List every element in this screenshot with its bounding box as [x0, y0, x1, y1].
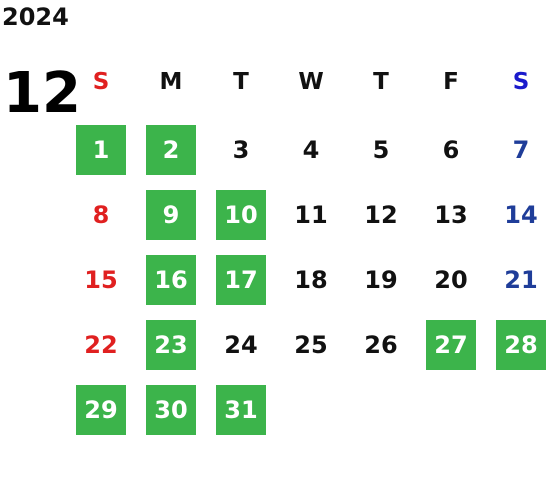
holiday-day-number: 17	[216, 255, 266, 305]
holiday-day-number: 28	[496, 320, 546, 370]
day-number: 6	[442, 136, 460, 164]
holiday-day-number: 16	[146, 255, 196, 305]
day-number: 21	[504, 266, 538, 294]
calendar-day-cell[interactable]: 5	[348, 120, 414, 180]
calendar-day-cell[interactable]: 18	[278, 250, 344, 310]
holiday-day-number: 31	[216, 385, 266, 435]
calendar-day-cell[interactable]: 23	[138, 315, 204, 375]
holiday-day-number: 27	[426, 320, 476, 370]
calendar-day-cell[interactable]: 25	[278, 315, 344, 375]
day-number: 15	[84, 266, 118, 294]
holiday-day-number: 29	[76, 385, 126, 435]
day-number: 18	[294, 266, 328, 294]
weekday-label: T	[373, 69, 389, 95]
calendar-day-cell[interactable]: 24	[208, 315, 274, 375]
calendar-day-cell[interactable]: 22	[68, 315, 134, 375]
calendar-day-cell[interactable]: 2	[138, 120, 204, 180]
holiday-day-number: 23	[146, 320, 196, 370]
calendar-day-cell[interactable]: 4	[278, 120, 344, 180]
weekday-label: W	[298, 69, 324, 95]
calendar-day-cell[interactable]: 7	[488, 120, 548, 180]
holiday-day-number: 10	[216, 190, 266, 240]
calendar-day-cell[interactable]: 27	[418, 315, 484, 375]
day-number: 3	[232, 136, 250, 164]
calendar-day-cell[interactable]: 16	[138, 250, 204, 310]
calendar-day-cell[interactable]: 28	[488, 315, 548, 375]
weekday-label: T	[233, 69, 249, 95]
day-number: 26	[364, 331, 398, 359]
day-number: 5	[372, 136, 390, 164]
day-number: 25	[294, 331, 328, 359]
calendar-day-cell[interactable]: 30	[138, 380, 204, 440]
day-number: 24	[224, 331, 258, 359]
holiday-day-number: 30	[146, 385, 196, 435]
calendar-day-cell[interactable]: 17	[208, 250, 274, 310]
calendar-month: 12	[3, 61, 81, 126]
calendar-day-cell[interactable]: 20	[418, 250, 484, 310]
calendar-day-cell[interactable]: 31	[208, 380, 274, 440]
calendar-day-cell[interactable]: 1	[68, 120, 134, 180]
day-number: 20	[434, 266, 468, 294]
holiday-day-number: 1	[76, 125, 126, 175]
calendar-day-cell[interactable]: 10	[208, 185, 274, 245]
weekday-label: S	[512, 69, 530, 95]
day-number: 22	[84, 331, 118, 359]
day-number: 7	[512, 136, 530, 164]
calendar-day-cell[interactable]: 11	[278, 185, 344, 245]
calendar-day-cell[interactable]: 12	[348, 185, 414, 245]
calendar-day-cell[interactable]: 21	[488, 250, 548, 310]
weekday-label: F	[443, 69, 459, 95]
calendar-day-cell[interactable]: 8	[68, 185, 134, 245]
day-number: 13	[434, 201, 468, 229]
day-number: 8	[92, 201, 110, 229]
day-number: 14	[504, 201, 538, 229]
calendar-day-cell[interactable]: 26	[348, 315, 414, 375]
weekday-label: S	[92, 69, 110, 95]
weekday-label: M	[159, 69, 183, 95]
calendar-day-cell[interactable]: 15	[68, 250, 134, 310]
calendar-day-cell[interactable]: 6	[418, 120, 484, 180]
calendar-day-cell[interactable]: 13	[418, 185, 484, 245]
holiday-day-number: 2	[146, 125, 196, 175]
calendar-day-cell[interactable]: 19	[348, 250, 414, 310]
calendar-day-cell[interactable]: 29	[68, 380, 134, 440]
day-number: 11	[294, 201, 328, 229]
day-number: 19	[364, 266, 398, 294]
day-number: 12	[364, 201, 398, 229]
calendar-year: 2024	[2, 3, 69, 31]
calendar-day-cell[interactable]: 14	[488, 185, 548, 245]
holiday-day-number: 9	[146, 190, 196, 240]
calendar-day-cell[interactable]: 9	[138, 185, 204, 245]
day-number: 4	[302, 136, 320, 164]
calendar-day-cell[interactable]: 3	[208, 120, 274, 180]
